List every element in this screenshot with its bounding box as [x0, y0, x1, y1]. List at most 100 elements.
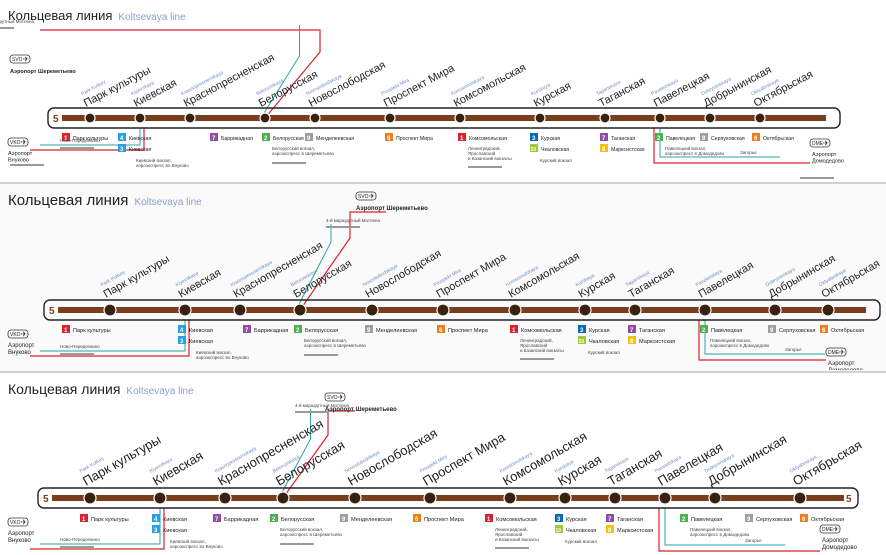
station-dot	[708, 491, 722, 505]
station-name: Краснопресненская	[215, 416, 326, 489]
transfer-station-name: Павелецкая	[691, 517, 722, 523]
transfer-station-name: Чкаловская	[589, 339, 619, 345]
transfer-badge-chkalovskaya	[578, 336, 586, 344]
station-dot	[134, 112, 146, 124]
station-dot	[309, 112, 321, 124]
transfer-badge	[62, 133, 70, 141]
transfer-badge	[243, 325, 251, 333]
transfer-badge	[458, 133, 466, 141]
title-ru-2: Кольцевая линия	[8, 192, 129, 209]
transfer-station-name: Чкаловская	[541, 147, 569, 153]
transfer-badge	[305, 133, 313, 141]
transfer-station-name: Марксистская	[639, 339, 675, 345]
transfer-badge-number: 10	[556, 528, 562, 534]
line-track	[52, 495, 844, 501]
transfer-station-name: Киевская	[163, 528, 187, 534]
vko-badge	[7, 517, 29, 527]
caption-bar	[60, 546, 94, 548]
transfer-badge	[210, 133, 218, 141]
station-dot	[608, 491, 622, 505]
vko-code: VKO	[10, 520, 21, 526]
transfer-badge	[680, 514, 688, 522]
novo-peredelkino-note: Ново-Переделкино	[60, 537, 100, 542]
transfer-badge-number: 6	[754, 136, 758, 142]
station-name: Парк культуры	[80, 432, 163, 489]
transfer-badge-number: 3	[557, 517, 561, 523]
svo-code: SVO	[327, 395, 338, 401]
transfer-station-name: Марксистская	[611, 147, 645, 153]
transfer-badge	[700, 325, 708, 333]
transfer-station-name: Баррикадная	[221, 136, 253, 142]
transfer-station-name: Проспект Мира	[424, 517, 465, 523]
transfer-badge-number: 6	[439, 328, 443, 334]
transfer-station-name: Комсомольская	[496, 517, 537, 523]
transfer-station-name: Менделеевская	[376, 328, 417, 334]
line-number-right: 5	[846, 494, 852, 505]
title-ru: Кольцевая линия	[8, 8, 113, 23]
mck-route	[295, 224, 332, 311]
dme-code: DME	[812, 141, 824, 147]
station-dot	[218, 491, 232, 505]
domodedovo-route	[658, 508, 820, 552]
transfer-station-name: Белорусская	[281, 517, 314, 523]
transfer-badge-number: 4	[180, 328, 184, 334]
transfer-badge	[510, 325, 518, 333]
transfer-station-name: Проспект Мира	[448, 328, 489, 334]
caption-bar	[495, 547, 529, 549]
sheremetyevo-route	[282, 410, 355, 499]
transfer-badge	[655, 133, 663, 141]
transfer-badge	[530, 133, 538, 141]
transfer-badge	[628, 325, 636, 333]
transfer-badge	[437, 325, 445, 333]
transfer-station-name: Таганская	[617, 517, 643, 523]
mck-route	[260, 25, 300, 119]
svo-badge	[9, 54, 31, 64]
transfer-badge	[606, 514, 614, 522]
plane-icon: ✈	[839, 350, 845, 357]
transfer-badge-number: 2	[657, 136, 661, 142]
paveletsky-rail-note: Павелецкий вокзал,аэроэкспресс в Домодед…	[710, 337, 770, 348]
transfer-station-name: Белорусская	[273, 136, 304, 142]
sheremetyevo-route	[299, 211, 386, 311]
transfer-badge-number: 1	[64, 136, 68, 142]
transfer-badge-number: 3	[180, 339, 184, 345]
transfer-badge-number: 8	[608, 528, 612, 534]
transfer-badge	[365, 325, 373, 333]
title-en-3: Koltsevaya line	[126, 386, 194, 397]
caption-bar	[468, 166, 502, 168]
transfer-badge-number: 7	[630, 328, 634, 334]
plane-icon: ✈	[338, 395, 344, 402]
transfer-station-name: Серпуховская	[756, 517, 792, 523]
transfer-station-name: Курская	[589, 328, 610, 334]
station-dot	[793, 491, 807, 505]
station-dot	[558, 491, 572, 505]
vnukovo-route	[30, 320, 190, 357]
transfer-badge-number: 9	[702, 136, 706, 142]
transfer-badge	[800, 514, 808, 522]
transfer-station-name: Менделеевская	[351, 517, 392, 523]
transfer-badge	[555, 514, 563, 522]
transfer-badge	[485, 514, 493, 522]
transfer-badge-number: 3	[580, 328, 584, 334]
transfer-station-name: Комсомольская	[521, 328, 562, 334]
plane-icon: ✈	[21, 332, 27, 339]
transfer-badge	[118, 133, 126, 141]
transfer-badge	[768, 325, 776, 333]
plane-icon: ✈	[23, 57, 29, 64]
transfer-badge-number: 2	[272, 517, 276, 523]
transfer-badge-number: 3	[120, 147, 124, 153]
transfer-badge-number: 6	[415, 517, 419, 523]
